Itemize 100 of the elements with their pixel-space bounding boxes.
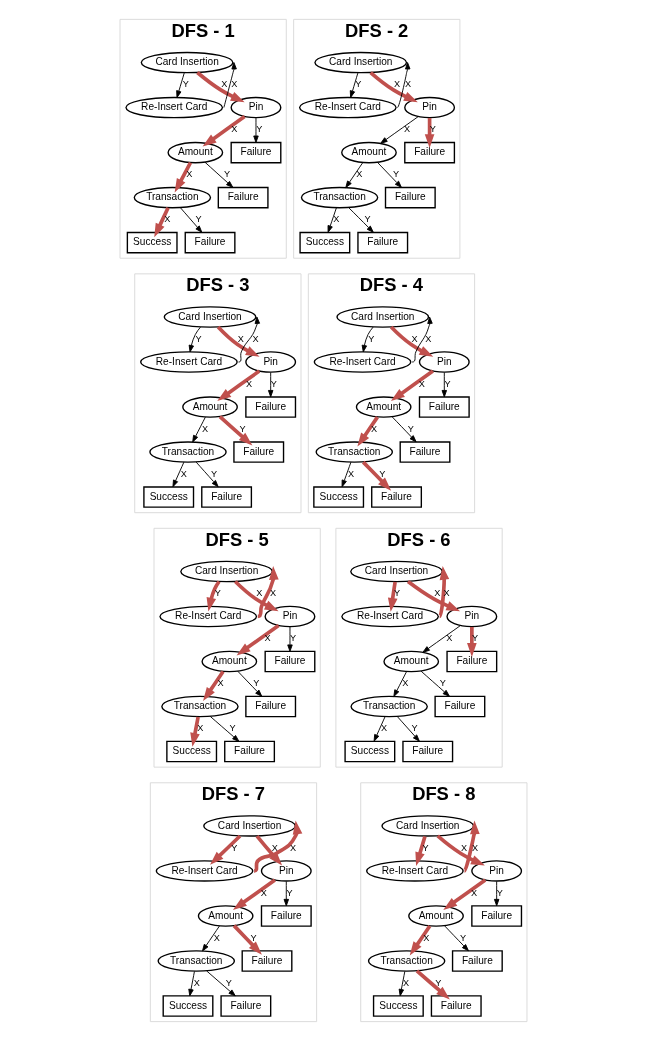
node-box: Success	[143, 486, 195, 508]
arrow	[441, 372, 447, 398]
edge-label: Y	[286, 887, 293, 898]
edge-label: Y	[214, 588, 221, 599]
arrow	[390, 369, 434, 401]
node-box: Failure	[184, 231, 236, 254]
edge-label: X	[423, 932, 430, 943]
node-box: Failure	[451, 950, 503, 972]
edge-label: X	[348, 468, 355, 479]
arrow	[209, 715, 240, 742]
edge-label: X	[446, 633, 453, 644]
edge-label: X	[471, 887, 478, 898]
edge-label: X	[404, 79, 412, 90]
node-ellipse: Pin	[230, 96, 282, 119]
node-box: Success	[313, 486, 365, 508]
edge-label: X	[402, 678, 409, 689]
edge-label: Y	[435, 977, 442, 988]
arrow	[202, 925, 220, 952]
node-box: Failure	[241, 950, 293, 972]
node-ellipse: Amount	[341, 141, 397, 164]
node-box: Success	[162, 995, 214, 1017]
arrow	[255, 834, 283, 866]
node-ellipse: Amount	[167, 141, 224, 164]
node-ellipse: Card Insertion	[381, 815, 475, 837]
edge-label: Y	[195, 214, 202, 225]
arrow	[223, 62, 237, 109]
edge-label: X	[180, 468, 187, 479]
arrow	[188, 326, 201, 353]
edge-label: X	[404, 124, 411, 135]
edge-label: X	[217, 678, 224, 689]
edge-label: X	[425, 333, 432, 344]
node-box: Failure	[217, 186, 269, 209]
arrow	[196, 71, 245, 103]
arrow	[443, 925, 469, 952]
node-ellipse: Transaction	[133, 186, 212, 209]
arrow	[195, 461, 219, 488]
arrow	[237, 670, 263, 697]
arrow	[203, 670, 225, 702]
arrow	[172, 461, 185, 488]
edge-label: X	[269, 588, 277, 599]
arrow	[357, 416, 379, 447]
node-box: Failure	[230, 141, 282, 164]
arrow	[396, 716, 420, 742]
edge-label: X	[256, 588, 263, 599]
arrow	[411, 316, 433, 363]
node-box: Success	[344, 740, 396, 763]
edge-label: Y	[368, 333, 375, 344]
edge-label: Y	[496, 887, 503, 898]
node-ellipse: Transaction	[157, 950, 236, 972]
node-ellipse: Pin	[446, 605, 498, 628]
node-ellipse: Re-Insert Card	[366, 860, 464, 882]
node-box: Failure	[402, 740, 454, 763]
edge-label: X	[201, 423, 209, 434]
edge-label: X	[271, 842, 278, 853]
node-ellipse: Amount	[408, 905, 464, 927]
arrow	[179, 207, 203, 233]
arrow	[348, 207, 374, 233]
arrow	[234, 580, 279, 612]
node-box: Failure	[201, 486, 253, 508]
node-ellipse: Card Insertion	[336, 306, 430, 328]
node-box: Success	[126, 231, 178, 254]
edge-label: X	[356, 169, 363, 180]
arrow	[345, 162, 364, 188]
edge-label: X	[193, 977, 200, 988]
arrow	[443, 878, 487, 910]
arrow	[373, 716, 386, 742]
edge-label: X	[252, 333, 259, 344]
arrow	[349, 72, 359, 98]
arrow	[253, 820, 303, 873]
node-ellipse: Amount	[201, 650, 258, 673]
arrow	[436, 834, 485, 866]
node-ellipse: Card Insertion	[140, 51, 234, 74]
arrow	[327, 207, 337, 233]
arrow	[154, 206, 170, 238]
edge-label: Y	[364, 214, 371, 225]
edge-label: X	[264, 633, 271, 644]
arrow	[232, 924, 262, 955]
arrow	[217, 369, 261, 401]
arrow	[216, 325, 260, 357]
edge-label: Y	[223, 169, 231, 180]
edge-label: X	[221, 79, 228, 90]
arrow	[283, 881, 289, 907]
edge-label: Y	[239, 423, 246, 434]
node-ellipse: Transaction	[350, 695, 428, 718]
edge-label: Y	[250, 932, 257, 943]
edge-label: X	[164, 214, 171, 225]
edge-label: X	[393, 79, 401, 90]
node-ellipse: Pin	[418, 351, 470, 373]
edge-label: Y	[393, 169, 400, 180]
edge-label: Y	[211, 468, 218, 479]
edge-label: X	[213, 932, 220, 943]
node-ellipse: Pin	[264, 605, 316, 628]
edge-label: X	[411, 333, 418, 344]
edge-label: Y	[411, 723, 418, 734]
arrow	[218, 415, 253, 446]
edge-label: Y	[422, 842, 429, 853]
node-box: Failure	[224, 740, 276, 763]
arrow	[253, 117, 259, 143]
node-ellipse: Re-Insert Card	[125, 96, 224, 119]
arrow	[369, 71, 418, 103]
